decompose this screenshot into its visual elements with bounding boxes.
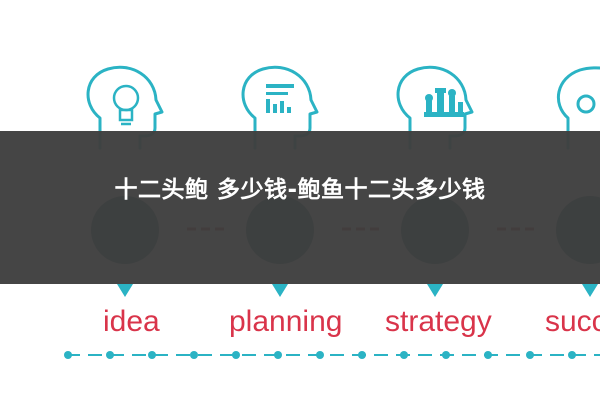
chess-pieces-icon bbox=[424, 88, 464, 117]
stage-label-planning: planning bbox=[229, 305, 343, 338]
pointer-tips bbox=[119, 284, 596, 296]
timeline-dotted bbox=[64, 351, 600, 359]
stage-label-success: succ bbox=[545, 305, 600, 338]
title-overlay-band bbox=[0, 131, 600, 284]
document-chart-icon bbox=[266, 84, 294, 113]
stage-label-idea: idea bbox=[103, 305, 160, 338]
lightbulb-icon bbox=[112, 84, 140, 126]
stage-label-strategy: strategy bbox=[385, 305, 492, 338]
page-title: 十二头鲍 多少钱-鲍鱼十二头多少钱 bbox=[114, 177, 486, 203]
gears-icon bbox=[576, 94, 596, 114]
head-outline-icon bbox=[557, 66, 600, 150]
